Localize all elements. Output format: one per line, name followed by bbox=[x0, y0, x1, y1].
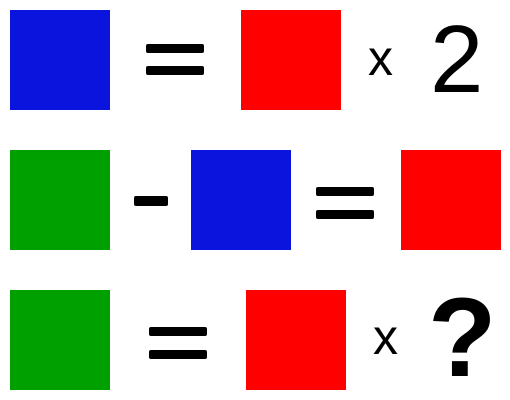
red-square bbox=[246, 290, 346, 390]
question-mark: ? bbox=[428, 275, 497, 400]
red-square bbox=[241, 10, 341, 110]
green-square bbox=[10, 290, 110, 390]
blue-square bbox=[191, 150, 291, 250]
times-symbol: x bbox=[373, 309, 398, 365]
minus-sign bbox=[134, 196, 168, 206]
green-square bbox=[10, 150, 110, 250]
blue-square bbox=[10, 10, 110, 110]
times-symbol: x bbox=[368, 30, 393, 86]
multiplier-number: 2 bbox=[430, 6, 484, 113]
red-square bbox=[401, 150, 501, 250]
